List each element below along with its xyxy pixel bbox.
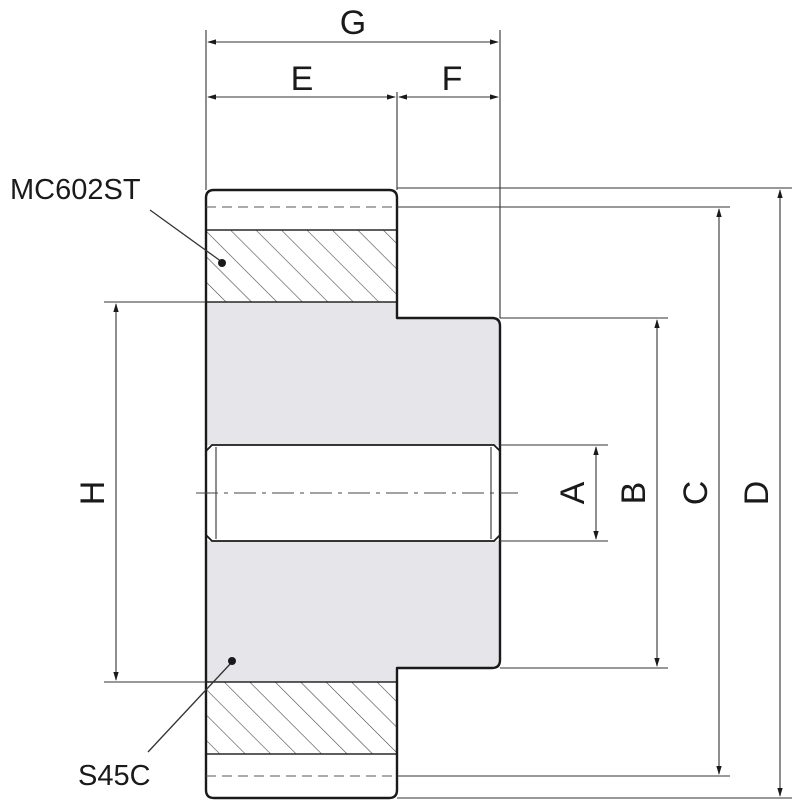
- dim-label-f: F: [442, 60, 463, 98]
- leader-gear: [149, 209, 223, 263]
- dim-label-a: A: [554, 481, 592, 504]
- dim-label-e: E: [291, 60, 314, 98]
- dim-label-c: C: [677, 481, 715, 506]
- dim-label-g: G: [340, 4, 366, 42]
- material-label-hub: S45C: [78, 760, 151, 792]
- leader-dot-hub: [228, 657, 236, 665]
- dim-label-h: H: [74, 481, 112, 506]
- material-label-gear: MC602ST: [10, 174, 141, 206]
- leader-hub: [147, 661, 233, 753]
- gear-section-top: [205, 229, 398, 303]
- part-outline: [204, 188, 502, 800]
- bore-outline: [205, 444, 501, 542]
- dim-label-b: B: [615, 482, 653, 505]
- gear-section-bottom: [205, 681, 398, 755]
- dim-label-d: D: [738, 481, 776, 506]
- leader-dot-gear: [218, 259, 226, 267]
